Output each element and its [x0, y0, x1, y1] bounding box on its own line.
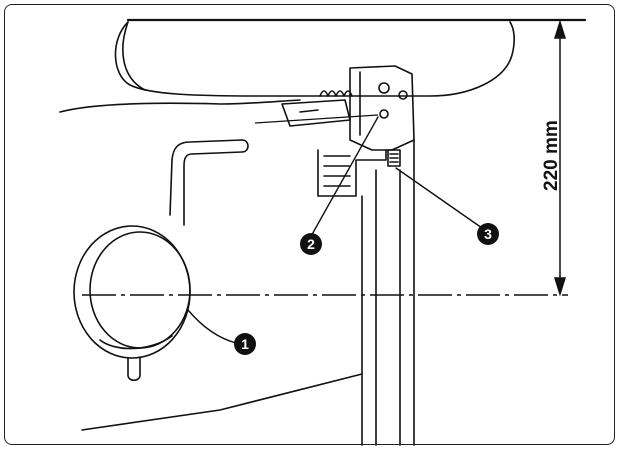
- base-line: [81, 373, 363, 431]
- machine-bed-left-edge: [59, 99, 301, 113]
- leader-line-3: [395, 167, 483, 229]
- plate-arm: [169, 139, 249, 226]
- dimension-arrow-top: [553, 19, 567, 39]
- spring: [319, 90, 353, 97]
- bracket-screw: [378, 82, 390, 94]
- callout-2: 2: [300, 233, 322, 255]
- figure-frame: [4, 4, 615, 445]
- bracket-body: [349, 65, 415, 151]
- plate-stem: [127, 356, 141, 382]
- leader-line-2: [309, 116, 379, 239]
- machine-bed: [114, 21, 515, 97]
- leader-line-1: [187, 309, 237, 344]
- callout-3: 3: [477, 223, 499, 245]
- callout-1: 1: [234, 333, 256, 355]
- adjusting-screw: [387, 149, 401, 167]
- oil-tray: [317, 149, 387, 197]
- dimension-label: 220 mm: [541, 120, 562, 191]
- dimension-arrow-bottom: [553, 277, 567, 297]
